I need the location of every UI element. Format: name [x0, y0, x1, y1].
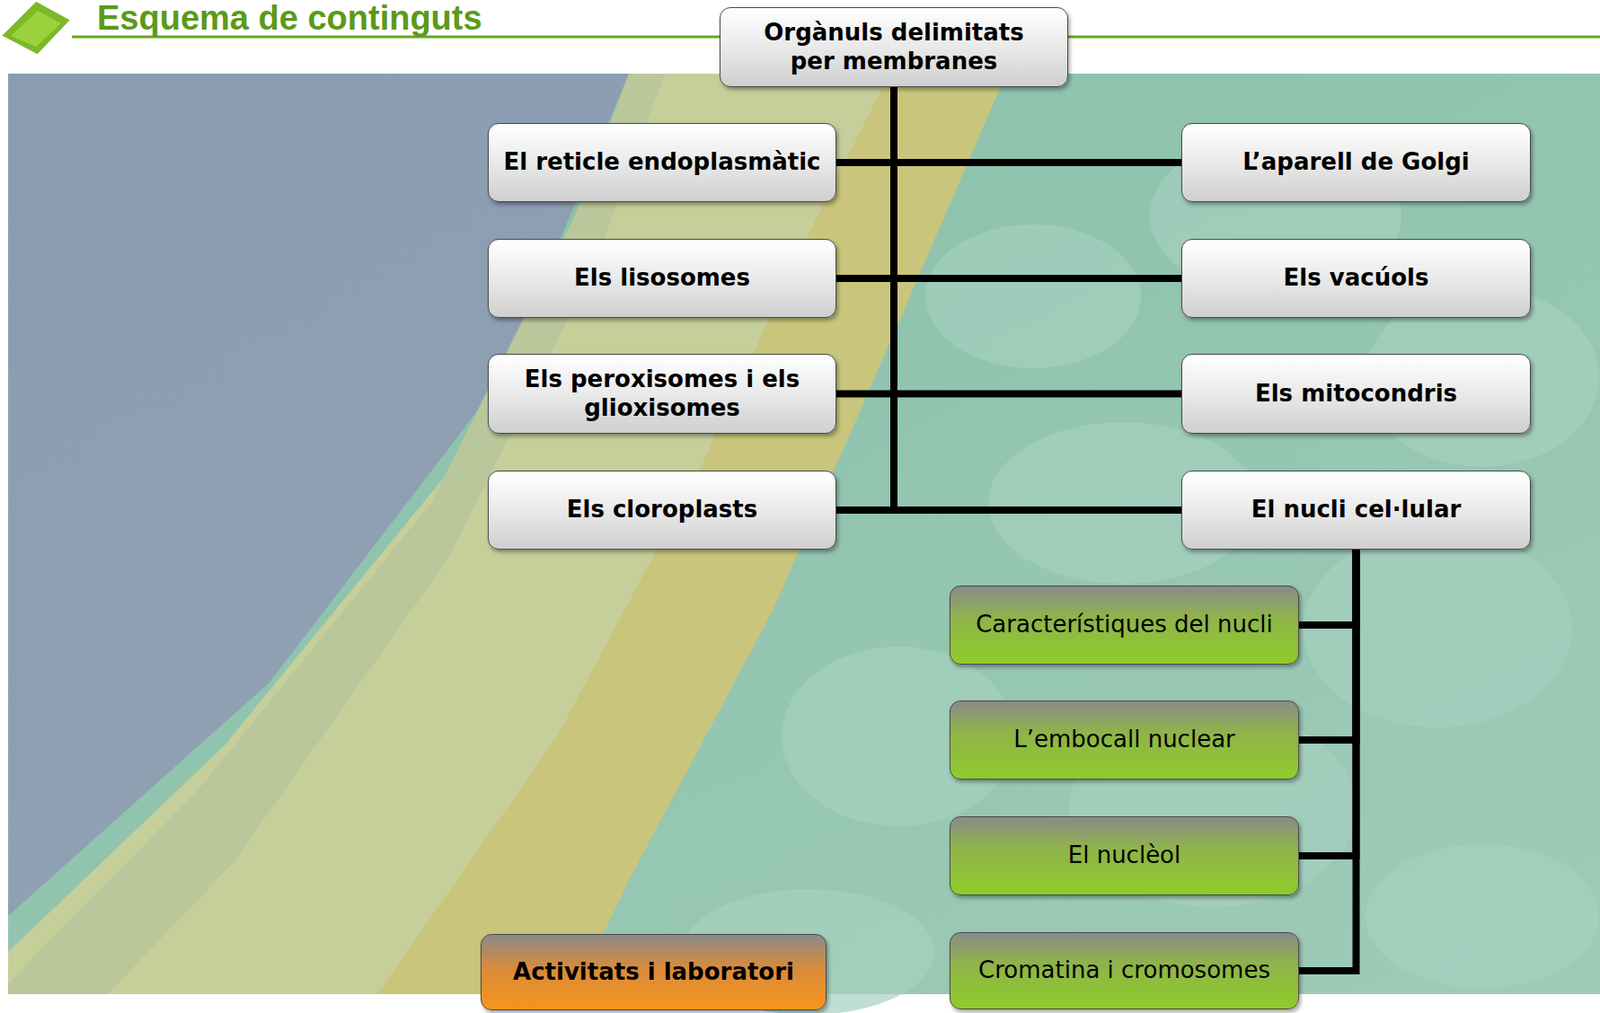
tree-connector: [1299, 549, 1357, 857]
activity-box: Activitats i laboratori: [480, 934, 827, 1011]
tree-connector: [836, 87, 894, 279]
topic-box: Els vacúols: [1181, 238, 1531, 319]
box-label: El nuclèol: [1068, 841, 1182, 870]
topic-box: Els peroxisomes i els glioxisomes: [487, 353, 837, 434]
tree-connector: [893, 87, 1182, 163]
subtopic-box: L’embocall nuclear: [949, 700, 1300, 780]
topic-box: Orgànuls delimitats per membranes: [719, 7, 1069, 88]
topic-box: Els lisosomes: [487, 238, 837, 319]
page-title: Esquema de continguts: [97, 0, 483, 36]
yellow-band: [377, 73, 1007, 995]
tree-connector: [836, 87, 894, 511]
subtopic-box: Cromatina i cromosomes: [949, 932, 1300, 1010]
box-label: Els lisosomes: [574, 264, 751, 292]
tree-connector: [893, 87, 1182, 279]
box-label: Característiques del nucli: [975, 610, 1273, 639]
box-label: Cromatina i cromosomes: [978, 956, 1271, 985]
box-label: Els mitocondris: [1255, 380, 1458, 408]
topic-box: L’aparell de Golgi: [1181, 123, 1531, 203]
topic-box: Els mitocondris: [1181, 353, 1531, 434]
box-label: El nucli cel·lular: [1251, 495, 1462, 524]
title-icon: [0, 0, 72, 56]
tree-connector: [1299, 549, 1357, 626]
box-label: Orgànuls delimitats per membranes: [756, 18, 1032, 75]
box-label: Els cloroplasts: [566, 495, 759, 524]
box-label: Els peroxisomes i els glioxisomes: [510, 365, 814, 422]
tree-connector: [893, 87, 1182, 395]
tree-connector: [836, 87, 894, 395]
box-label: L’embocall nuclear: [1013, 725, 1236, 754]
box-label: L’aparell de Golgi: [1242, 148, 1469, 177]
box-label: El reticle endoplasmàtic: [503, 148, 821, 177]
topic-box: El reticle endoplasmàtic: [487, 123, 837, 203]
title-icon-face: [10, 10, 62, 47]
teal-tissue: [8, 73, 1600, 995]
box-label: Els vacúols: [1283, 264, 1430, 292]
tree-connector: [1299, 549, 1357, 972]
subtopic-box: Característiques del nucli: [949, 585, 1300, 665]
tree-connector: [836, 87, 894, 163]
photo-ground: [8, 73, 1600, 995]
pale-band: [8, 73, 899, 995]
subtopic-box: El nuclèol: [949, 816, 1300, 896]
topic-box: El nucli cel·lular: [1181, 470, 1531, 550]
tree-connector: [893, 87, 1182, 511]
topic-box: Els cloroplasts: [487, 470, 837, 550]
box-label: Activitats i laboratori: [512, 958, 795, 987]
tree-connector: [1299, 549, 1357, 741]
